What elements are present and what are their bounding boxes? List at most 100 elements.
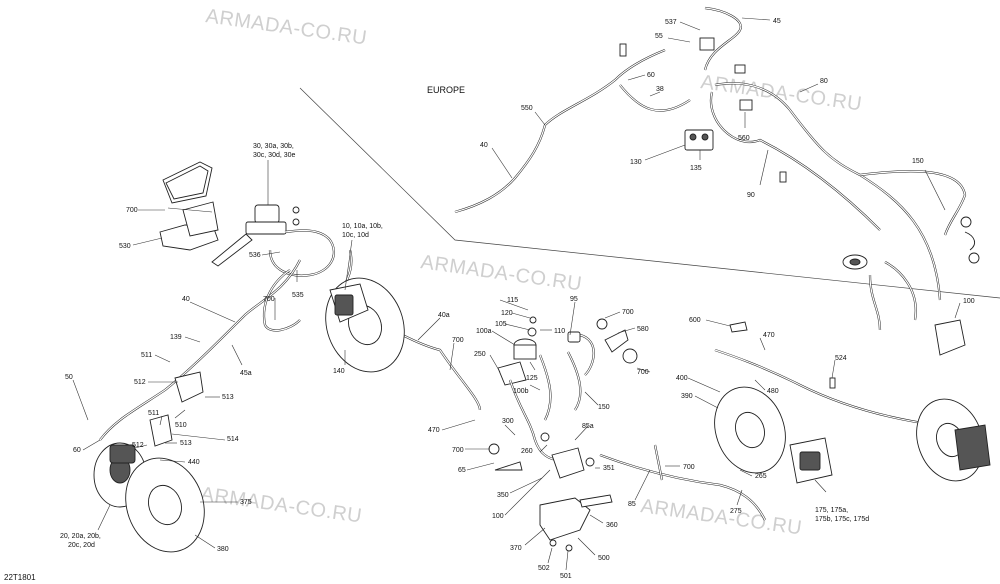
svg-text:530: 530	[119, 243, 131, 250]
svg-text:390: 390	[681, 393, 693, 400]
svg-text:700: 700	[263, 296, 275, 303]
svg-text:55: 55	[655, 33, 663, 40]
svg-text:45: 45	[773, 18, 781, 25]
svg-text:500: 500	[598, 555, 610, 562]
svg-text:250: 250	[474, 351, 486, 358]
svg-text:580: 580	[637, 326, 649, 333]
svg-text:350: 350	[497, 492, 509, 499]
europe-brake-lines	[454, 6, 980, 356]
svg-text:275: 275	[730, 508, 742, 515]
watermark: ARMADA-CO.RU	[699, 71, 863, 115]
svg-text:100: 100	[963, 298, 975, 305]
svg-text:135: 135	[690, 165, 702, 172]
svg-text:140: 140	[333, 368, 345, 375]
svg-text:513: 513	[180, 440, 192, 447]
svg-text:40: 40	[480, 142, 488, 149]
center-master-cylinder-parts	[497, 316, 638, 462]
svg-text:480: 480	[767, 388, 779, 395]
watermark: ARMADA-CO.RU	[204, 5, 368, 49]
svg-text:351: 351	[603, 465, 615, 472]
svg-text:513: 513	[222, 394, 234, 401]
svg-text:95: 95	[570, 296, 578, 303]
svg-text:260: 260	[521, 448, 533, 455]
svg-text:125: 125	[526, 375, 538, 382]
svg-text:440: 440	[188, 459, 200, 466]
svg-text:536: 536	[249, 252, 261, 259]
svg-text:85: 85	[628, 501, 636, 508]
region-divider-line	[299, 87, 1000, 299]
svg-text:120: 120	[501, 310, 513, 317]
svg-text:80: 80	[820, 78, 828, 85]
handlebar-master-cylinder	[159, 161, 300, 267]
svg-text:10c, 10d: 10c, 10d	[342, 232, 369, 239]
svg-text:537: 537	[665, 19, 677, 26]
svg-text:511: 511	[141, 352, 152, 359]
svg-text:85a: 85a	[582, 423, 594, 430]
svg-text:700: 700	[637, 369, 649, 376]
svg-text:700: 700	[452, 447, 464, 454]
svg-text:60: 60	[73, 447, 81, 454]
svg-text:30, 30a, 30b,: 30, 30a, 30b,	[253, 143, 294, 150]
right-caliper	[789, 437, 833, 484]
svg-text:512: 512	[132, 442, 144, 449]
svg-text:65: 65	[458, 467, 466, 474]
svg-text:175b, 175c, 175d: 175b, 175c, 175d	[815, 516, 869, 523]
svg-text:512: 512	[134, 379, 146, 386]
svg-text:510: 510	[175, 422, 187, 429]
watermark: ARMADA-CO.RU	[199, 483, 363, 527]
svg-text:514: 514	[227, 436, 239, 443]
svg-text:511: 511	[148, 410, 159, 417]
svg-text:10, 10a, 10b,: 10, 10a, 10b,	[342, 223, 383, 230]
svg-text:700: 700	[126, 207, 138, 214]
svg-text:535: 535	[292, 292, 304, 299]
region-label: EUROPE	[427, 85, 465, 95]
watermark: ARMADA-CO.RU	[639, 495, 803, 539]
main-callouts: 30, 30a, 30b, 30c, 30d, 30e 10, 10a, 10b…	[60, 143, 869, 580]
lower-bracket	[539, 494, 613, 552]
watermark: ARMADA-CO.RU	[419, 251, 583, 295]
svg-text:560: 560	[738, 135, 750, 142]
svg-text:300: 300	[502, 418, 514, 425]
svg-text:90: 90	[747, 192, 755, 199]
right-center-brake-disc	[714, 386, 786, 474]
svg-text:700: 700	[452, 337, 464, 344]
rear-left-brake-disc	[125, 457, 205, 553]
svg-text:139: 139	[170, 334, 182, 341]
svg-text:502: 502	[538, 565, 550, 572]
svg-text:40: 40	[182, 296, 190, 303]
svg-text:110: 110	[554, 328, 565, 335]
svg-text:370: 370	[510, 545, 522, 552]
svg-text:100a: 100a	[476, 328, 492, 335]
svg-text:470: 470	[428, 427, 440, 434]
svg-text:360: 360	[606, 522, 618, 529]
europe-callouts: 537 45 55 60 38 80 550 40 130 135 560 90…	[480, 17, 975, 319]
svg-text:600: 600	[689, 317, 701, 324]
svg-text:50: 50	[65, 374, 73, 381]
center-caliper	[488, 432, 595, 479]
svg-text:105: 105	[495, 321, 507, 328]
svg-text:700: 700	[622, 309, 634, 316]
svg-text:115: 115	[507, 297, 518, 304]
svg-text:100b: 100b	[513, 388, 529, 395]
svg-text:380: 380	[217, 546, 229, 553]
left-side-brake-lines	[99, 229, 482, 441]
svg-text:130: 130	[630, 159, 642, 166]
svg-text:45a: 45a	[240, 370, 252, 377]
svg-text:501: 501	[560, 573, 572, 580]
front-left-brake-disc	[325, 277, 405, 373]
svg-text:175, 175a,: 175, 175a,	[815, 507, 848, 514]
svg-text:265: 265	[755, 473, 767, 480]
svg-text:375: 375	[240, 499, 252, 506]
diagram-code: 22T1801	[4, 573, 36, 582]
svg-text:150: 150	[598, 404, 610, 411]
svg-text:60: 60	[647, 72, 655, 79]
center-right-brake-lines	[599, 321, 936, 521]
svg-text:470: 470	[763, 332, 775, 339]
svg-text:550: 550	[521, 105, 533, 112]
svg-text:38: 38	[656, 86, 664, 93]
svg-text:400: 400	[676, 375, 688, 382]
svg-text:40a: 40a	[438, 312, 450, 319]
svg-text:524: 524	[835, 355, 847, 362]
svg-text:20, 20a, 20b,: 20, 20a, 20b,	[60, 533, 101, 540]
